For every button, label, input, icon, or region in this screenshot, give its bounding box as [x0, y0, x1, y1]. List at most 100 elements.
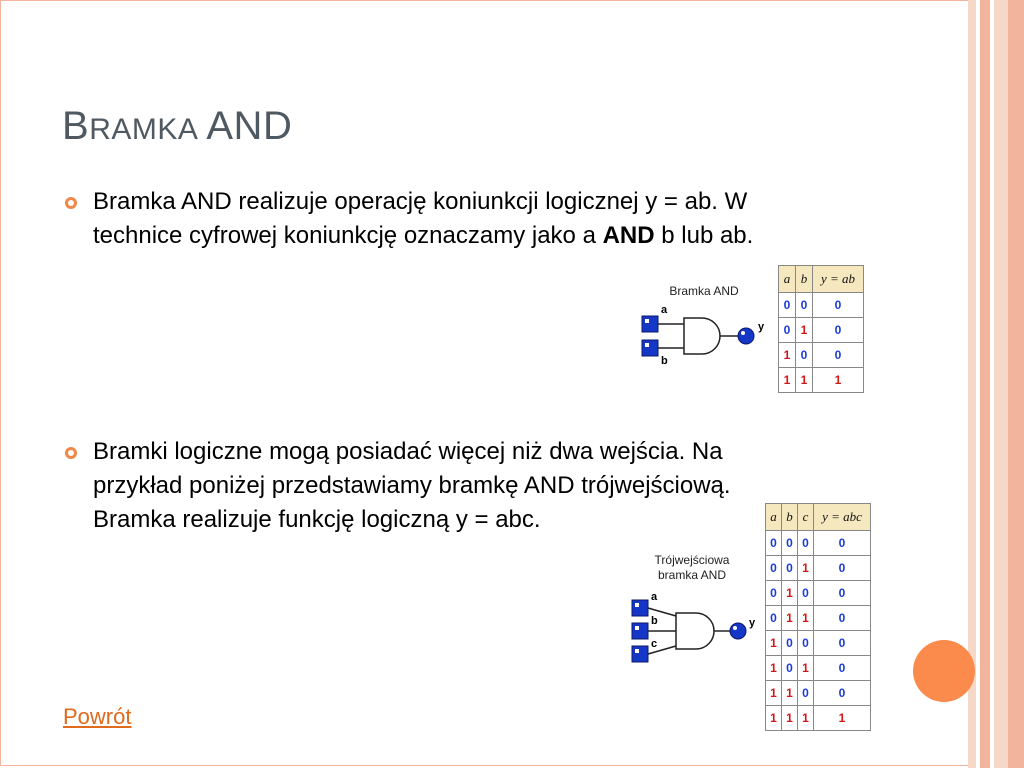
stripe — [968, 0, 976, 768]
bullet2-line3: Bramka realizuje funkcję logiczną y = ab… — [93, 506, 541, 533]
table-cell: 1 — [797, 605, 814, 631]
input-c-switch — [631, 645, 649, 663]
table-cell: 1 — [765, 680, 782, 706]
table-cell: 1 — [795, 317, 813, 343]
table-cell: 1 — [765, 630, 782, 656]
output-lamp — [737, 327, 755, 345]
stripe — [1008, 0, 1024, 768]
table-cell: 0 — [765, 605, 782, 631]
decorative-stripes — [968, 0, 1024, 768]
gate2-label-b: b — [661, 355, 668, 367]
table-cell: 1 — [781, 605, 798, 631]
gate3-label-y: y — [749, 617, 756, 629]
table-cell: 0 — [781, 630, 798, 656]
table-cell: 0 — [765, 555, 782, 581]
table-cell: 0 — [797, 580, 814, 606]
table-cell: 1 — [812, 367, 864, 393]
bullet2-line2: przykład poniżej przedstawiamy bramkę AN… — [93, 472, 731, 499]
table-cell: 0 — [765, 580, 782, 606]
table-cell: 1 — [765, 655, 782, 681]
and-gate-2input-icon: a b y — [641, 304, 765, 367]
gate3-label-a: a — [651, 591, 658, 603]
gate3-label-c: c — [651, 638, 657, 650]
title-rest: AND — [206, 104, 293, 148]
bullet1-line2-bold: AND — [602, 222, 655, 249]
table-cell: 0 — [781, 530, 798, 556]
table-cell: 0 — [812, 317, 864, 343]
table-cell: 1 — [781, 580, 798, 606]
table-cell: 0 — [778, 292, 796, 318]
table-cell: 0 — [781, 555, 798, 581]
table-cell: 0 — [813, 655, 871, 681]
decorative-circle — [913, 640, 975, 702]
bullet-text-1: Bramka AND realizuje operację koniunkcji… — [93, 185, 753, 253]
and-gate-body — [683, 317, 721, 355]
bullet1-line1: Bramka AND realizuje operację koniunkcji… — [93, 188, 748, 215]
stripe — [980, 0, 990, 768]
table-cell: 1 — [797, 555, 814, 581]
table-cell: 0 — [812, 292, 864, 318]
bullet-marker-icon — [65, 197, 77, 209]
bullet-text-2: Bramki logiczne mogą posiadać więcej niż… — [93, 435, 731, 537]
output-lamp — [729, 622, 747, 640]
table-cell: 0 — [797, 680, 814, 706]
gate2-caption: Bramka AND — [669, 284, 739, 298]
bullet-marker-icon — [65, 447, 77, 459]
bullet1-line2-pre: technice cyfrowej koniunkcję oznaczamy j… — [93, 222, 603, 249]
table-cell: 0 — [795, 292, 813, 318]
and-gate-body — [675, 612, 715, 650]
table-cell: 0 — [797, 630, 814, 656]
table-header-cell: y = ab — [812, 265, 864, 293]
title-first-letter: B — [62, 104, 90, 148]
stripe — [990, 0, 994, 768]
input-a-switch — [641, 315, 659, 333]
table-cell: 1 — [797, 705, 814, 731]
gate3-caption-line1: Trójwejściowa — [654, 553, 730, 567]
table-cell: 1 — [778, 342, 796, 368]
gate3-caption: Trójwejściowa bramka AND — [642, 553, 742, 583]
table-cell: 0 — [797, 530, 814, 556]
table-cell: 1 — [795, 367, 813, 393]
table-cell: 1 — [781, 705, 798, 731]
table-cell: 0 — [765, 530, 782, 556]
stripe — [994, 0, 1008, 768]
table-header-cell: a — [765, 503, 782, 531]
gate2-label-y: y — [758, 321, 765, 333]
table-header-cell: c — [797, 503, 814, 531]
table-cell: 0 — [813, 580, 871, 606]
bullet1-line2: technice cyfrowej koniunkcję oznaczamy j… — [93, 219, 753, 253]
table-cell: 0 — [813, 680, 871, 706]
table-cell: 0 — [781, 655, 798, 681]
table-cell: 0 — [795, 342, 813, 368]
table-header-cell: a — [778, 265, 796, 293]
table-cell: 0 — [778, 317, 796, 343]
table-header-cell: y = abc — [813, 503, 871, 531]
input-b-switch — [641, 339, 659, 357]
input-a-switch — [631, 599, 649, 617]
table-cell: 1 — [797, 655, 814, 681]
bullet2-line1: Bramki logiczne mogą posiadać więcej niż… — [93, 438, 723, 465]
input-b-switch — [631, 622, 649, 640]
title-smallcaps: RAMKA — [89, 113, 199, 146]
table-cell: 0 — [813, 605, 871, 631]
table-cell: 0 — [813, 555, 871, 581]
and-gate-3input-icon: a b c y — [631, 591, 756, 663]
table-header-cell: b — [795, 265, 813, 293]
back-link[interactable]: Powrót — [63, 704, 132, 729]
gate3-caption-line2: bramka AND — [657, 568, 727, 582]
